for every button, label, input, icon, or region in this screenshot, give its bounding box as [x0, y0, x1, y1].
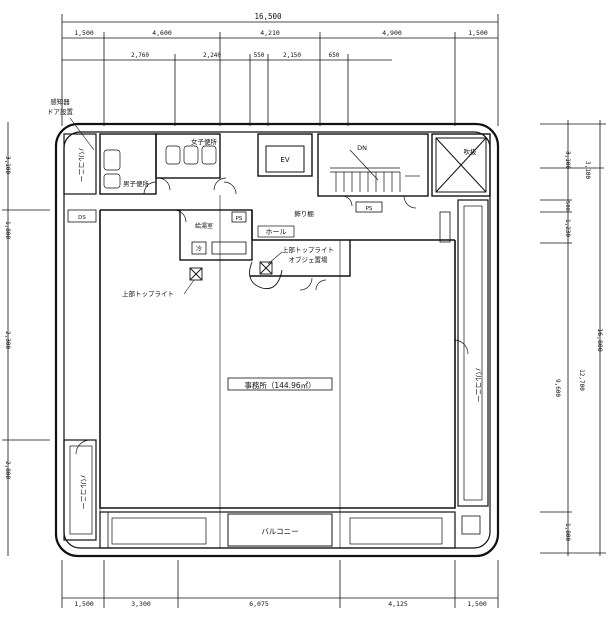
dim-right-4: 12,700	[578, 369, 585, 391]
toplight-left-label: 上部トップライト	[122, 289, 174, 298]
ps-box	[231, 211, 247, 223]
dim-left-1: 3,100	[4, 156, 11, 174]
dim-bottom-5: 1,500	[467, 600, 487, 608]
column-markers	[99, 211, 481, 549]
dim-sub-5: 650	[329, 52, 340, 59]
hall-label: ホール	[266, 228, 287, 236]
reizo-box	[191, 241, 207, 255]
ps-label: PS	[236, 216, 243, 222]
dim-sub-2: 2,240	[203, 52, 221, 59]
dim-left-3: 2,300	[4, 331, 11, 349]
dim-right-3: 1,230	[564, 219, 571, 237]
balcony-right-label: バルコニー	[474, 368, 482, 403]
dim-right-outer: 16,800	[596, 328, 604, 352]
dim-right-2: 500	[564, 201, 570, 211]
stairs	[330, 149, 420, 192]
shaft	[435, 137, 487, 193]
ds-box	[67, 209, 97, 223]
dim-sub-4: 2,150	[283, 52, 301, 59]
security-leader	[69, 117, 95, 151]
dim-bottom-4: 4,125	[388, 600, 408, 608]
ds-label: DS	[78, 215, 86, 221]
core-walls	[99, 133, 491, 277]
toilet-fixtures	[103, 145, 227, 191]
dim-right-5: 1,800	[564, 523, 571, 541]
office-label-box	[227, 377, 333, 391]
kazari-label: 飾り棚	[294, 209, 314, 218]
toplight-symbols	[189, 261, 283, 290]
right-dimensions	[540, 120, 606, 556]
office-room	[99, 209, 456, 509]
dim-top-5: 1,500	[468, 29, 488, 37]
balcony-left-top: バルコニー	[63, 133, 97, 195]
toplight-left-leader	[183, 279, 195, 295]
dim-right-1: 3,100	[564, 151, 571, 169]
security-note-1: 感知器	[50, 97, 70, 106]
security-note-2: ドア設置	[47, 107, 74, 116]
dim-bottom-2: 3,300	[131, 600, 151, 608]
womens-toilet-label: 女子便所	[191, 137, 218, 146]
top-dimensions	[61, 14, 499, 126]
balcony-left-top-label: バルコニー	[77, 148, 85, 183]
dim-bottom-3: 6,075	[249, 600, 269, 608]
stairs-dn-label: DN	[357, 144, 367, 152]
reizo-label: 冷	[196, 245, 202, 253]
right-dim-labels: 16,800 3,100 500 1,230 12,700 1,800 9,60…	[554, 151, 604, 541]
chiller-box	[355, 201, 383, 213]
balcony-right: バルコニー	[457, 199, 489, 507]
kitchenette-label: 給湯室	[195, 222, 213, 230]
dim-top-1: 1,500	[74, 29, 94, 37]
bottom-dimensions	[61, 560, 499, 608]
dim-overall-width: 16,500	[254, 12, 282, 21]
toplight-upper-leader	[267, 251, 283, 265]
doors	[75, 181, 469, 455]
dim-left-2: 1,800	[4, 221, 11, 239]
dim-top-4: 4,900	[382, 29, 402, 37]
mens-toilet-label: 男子便所	[123, 179, 150, 188]
toplight-upper-2: オブジェ置場	[289, 255, 329, 264]
left-dimensions	[2, 122, 50, 556]
dim-right-top: 3,100	[584, 161, 591, 179]
toplight-upper-1: 上部トップライト	[282, 245, 334, 254]
dim-top-3: 4,210	[260, 29, 280, 37]
dim-top-2: 4,600	[152, 29, 172, 37]
chiller-label: PS	[366, 206, 373, 212]
dim-right-inner: 9,600	[554, 379, 561, 397]
balcony-bottom-label: バルコニー	[261, 527, 298, 536]
office-label: 事務所（144.96㎡）	[244, 380, 315, 390]
dim-left-4: 2,800	[4, 461, 11, 479]
elevator: EV	[265, 145, 305, 173]
elevator-label: EV	[280, 156, 289, 164]
balcony-left-bottom: バルコニー	[63, 439, 97, 541]
shaft-label: 吹抜	[464, 147, 478, 156]
hall-label-box	[257, 225, 295, 238]
balcony-left-bottom-label: バルコニー	[79, 475, 87, 510]
dim-sub-1: 2,760	[131, 52, 149, 59]
counter	[211, 241, 247, 255]
dim-sub-3: 550	[254, 52, 265, 59]
dim-bottom-1: 1,500	[74, 600, 94, 608]
